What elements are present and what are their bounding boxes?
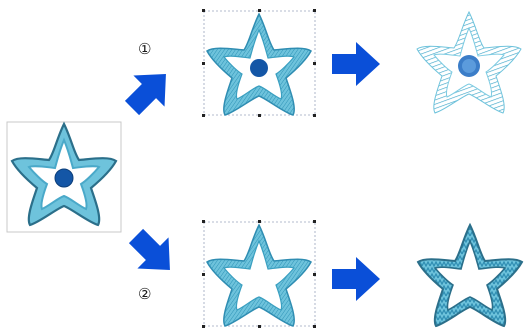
flower-embroidery-icon [207,14,311,115]
blue-arrow-icon [332,42,380,86]
step-marker-2: ② [138,285,151,303]
flower-center [55,169,73,187]
result1-flower [417,12,521,113]
blue-arrow-icon [332,257,380,301]
blue-arrow-icon [120,220,185,285]
step-marker-1: ① [138,40,151,58]
step1-selected-flower [202,9,316,117]
step2-selected-flower [202,220,316,328]
source-flower [7,122,121,232]
result2-flower [418,225,522,326]
flower-embroidery-icon [207,225,311,326]
flower-center [250,59,268,77]
blue-arrow-icon [116,59,181,124]
